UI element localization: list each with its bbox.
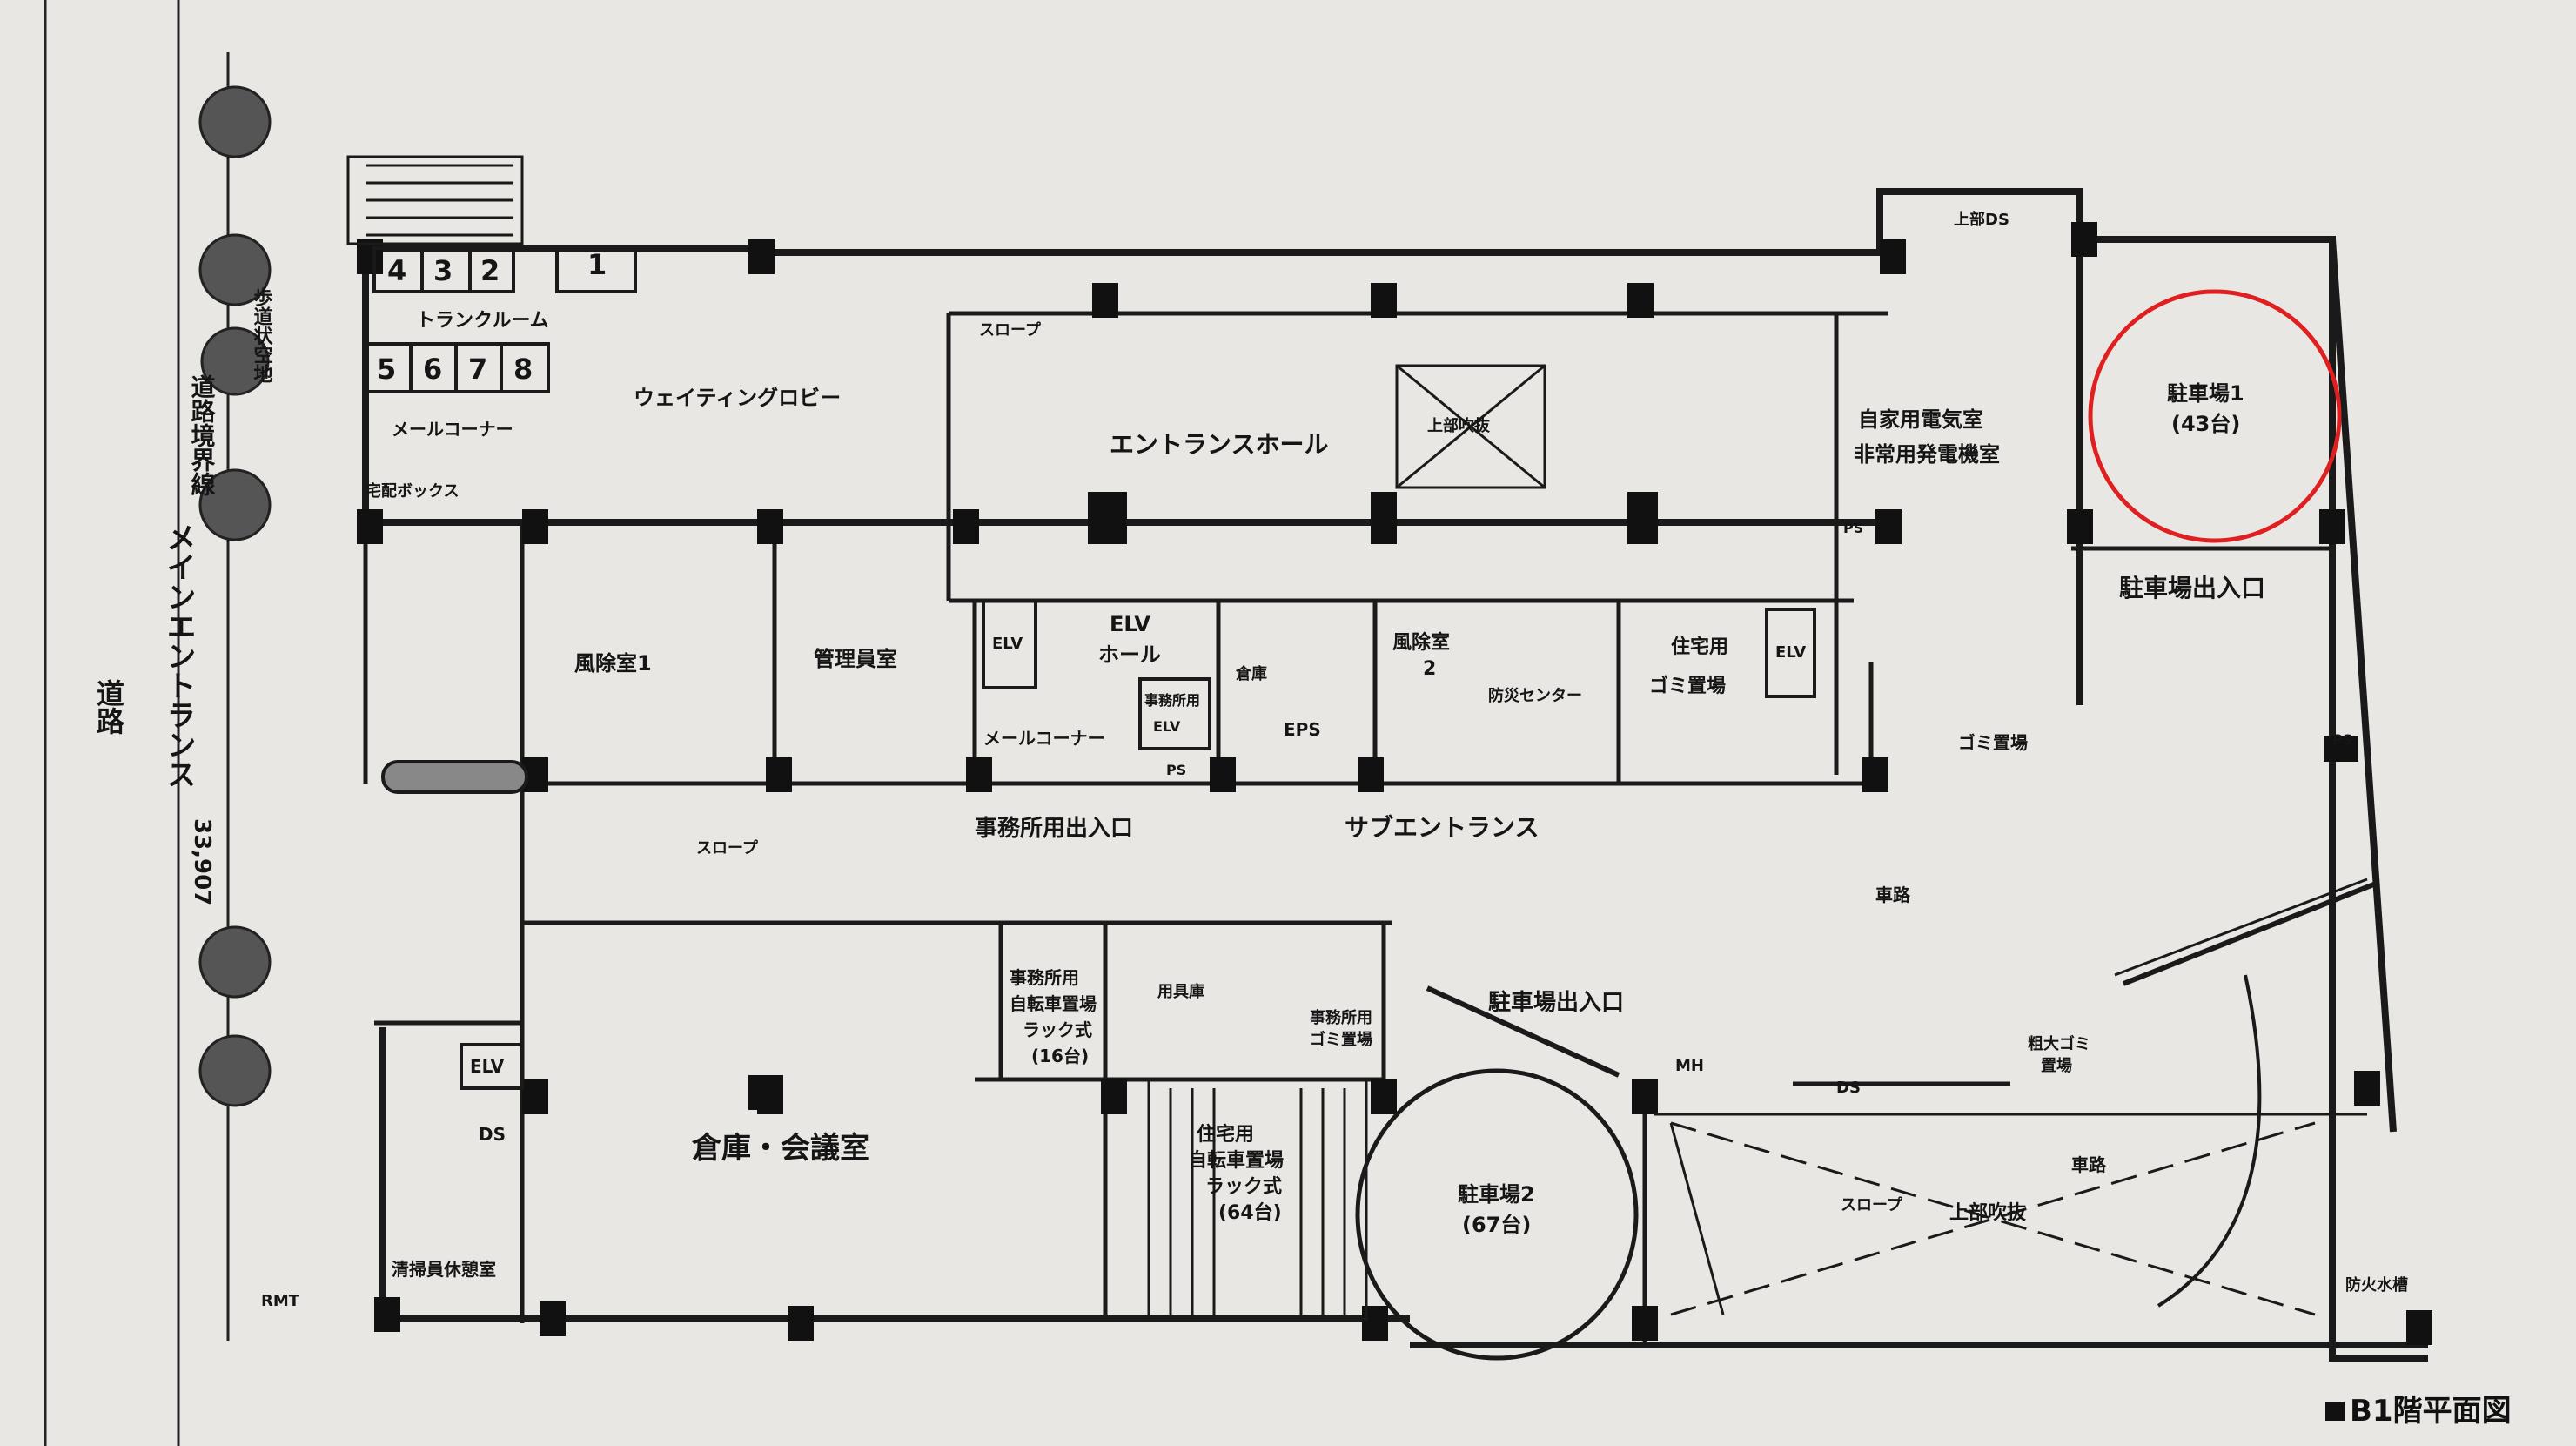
parking-1-highlight <box>2088 289 2342 543</box>
tree-icons <box>198 85 272 1107</box>
label-parking-2: 駐車場2 <box>1458 1182 1535 1207</box>
label-office-bike-3: ラック式 <box>1023 1019 1092 1040</box>
label-office-entrance: 事務所用出入口 <box>975 816 1133 842</box>
label-tool-storage: 用具庫 <box>1157 982 1204 1001</box>
label-fire-water: 防火水槽 <box>2345 1275 2408 1295</box>
label-manager-room: 管理員室 <box>814 647 897 671</box>
label-res-bike-2: 自転車置場 <box>1188 1149 1284 1172</box>
label-trunk-4: 4 <box>387 254 406 287</box>
label-rmt: RMT <box>261 1292 300 1310</box>
label-boundary: 道路境界線 <box>188 373 217 496</box>
elevator-boxes <box>460 599 1816 1090</box>
label-res-bike-3: ラック式 <box>1205 1176 1282 1198</box>
label-ps-1: PS <box>1843 520 1863 536</box>
label-parking-2-count: (67台) <box>1462 1213 1531 1237</box>
label-eps: EPS <box>1284 719 1321 740</box>
label-trunk-2: 2 <box>480 254 500 287</box>
planter-strip <box>381 760 528 794</box>
label-road-inner-2: 車路 <box>2071 1154 2107 1175</box>
label-entrance-hall: エントランスホール <box>1110 430 1328 459</box>
label-waiting-lobby: ウェイティングロビー <box>634 386 841 410</box>
label-trash-room: ゴミ置場 <box>1958 732 2028 753</box>
label-elv-3: ELV <box>1775 643 1806 662</box>
plan-title: B1階平面図 <box>2350 1394 2512 1429</box>
label-elv-hall-2: ホール <box>1098 642 1161 667</box>
label-elv-1: ELV <box>470 1056 505 1077</box>
label-parking-1-count: (43台) <box>2171 412 2240 436</box>
label-office-trash-2: ゴミ置場 <box>1310 1030 1372 1049</box>
label-self-power-2: 非常用発電機室 <box>1854 442 2000 467</box>
stair-top-left <box>346 155 524 245</box>
label-ds-2: DS <box>1836 1079 1861 1097</box>
label-windbreak-1: 風除室1 <box>574 651 652 676</box>
label-sidewalk: 歩道状空地 <box>251 287 273 383</box>
label-res-bike-4: (64台) <box>1218 1201 1282 1224</box>
label-upper-void: 上部吹抜 <box>1427 416 1491 435</box>
label-bulky-trash-2: 置場 <box>2041 1057 2072 1075</box>
label-trunk-room: トランクルーム <box>416 310 549 332</box>
label-bulky-trash-1: 粗大ゴミ <box>2028 1034 2090 1053</box>
label-windbreak-2: 風除室 <box>1392 631 1450 654</box>
label-trunk-5: 5 <box>377 353 396 386</box>
structural-columns <box>357 222 2432 1345</box>
label-upper-ds: 上部DS <box>1954 210 2009 229</box>
label-ps-3: PS <box>1166 762 1186 778</box>
label-mail-corner: メールコーナー <box>392 419 513 440</box>
label-office-bike-2: 自転車置場 <box>1010 993 1097 1014</box>
label-elv-2: ELV <box>992 635 1023 653</box>
label-parking-1: 駐車場1 <box>2167 381 2244 406</box>
label-security-room: 防災センター <box>1488 686 1582 705</box>
label-road-inner-1: 車路 <box>1875 884 1911 905</box>
label-mh: MH <box>1675 1057 1704 1075</box>
title-marker <box>2325 1402 2345 1421</box>
label-slope-1: スロープ <box>979 320 1042 340</box>
label-ps-2: PS <box>2332 731 2352 748</box>
label-delivery-box: 宅配ボックス <box>366 481 459 501</box>
label-res-trash-1: 住宅用 <box>1671 636 1728 658</box>
label-ds-1: DS <box>479 1124 506 1145</box>
label-road: 道路 <box>92 679 125 735</box>
label-staff-rest: 清掃員休憩室 <box>392 1259 496 1280</box>
label-parking-entrance-mid: 駐車場出入口 <box>1488 990 1624 1016</box>
ramp-lines <box>1654 878 2368 1316</box>
label-storage-meeting: 倉庫・会議室 <box>691 1131 869 1166</box>
label-trunk-7: 7 <box>468 353 487 386</box>
parking-circles <box>1355 1068 1639 1361</box>
label-slope-2: スロープ <box>696 838 759 858</box>
label-res-bike-1: 住宅用 <box>1197 1123 1254 1146</box>
label-elv-hall: ELV <box>1110 612 1150 636</box>
label-self-power-1: 自家用電気室 <box>1858 407 1983 432</box>
label-office-trash-1: 事務所用 <box>1310 1008 1372 1027</box>
label-trunk-1: 1 <box>587 248 607 281</box>
label-res-trash-2: ゴミ置場 <box>1649 675 1726 697</box>
label-upper-void-2: 上部吹抜 <box>1949 1201 2027 1224</box>
label-trunk-3: 3 <box>433 254 453 287</box>
label-trunk-6: 6 <box>423 353 442 386</box>
label-windbreak-2b: 2 <box>1423 658 1436 680</box>
label-sub-entrance: サブエントランス <box>1345 813 1539 842</box>
label-slope-3: スロープ <box>1841 1195 1903 1214</box>
label-main-entrance: メインエントランス <box>161 522 196 789</box>
label-office-bike-4: (16台) <box>1031 1046 1089 1066</box>
trunk-room-grid <box>364 246 637 393</box>
label-office-elv-2: ELV <box>1153 718 1181 735</box>
label-parking-entrance-top: 駐車場出入口 <box>2119 574 2265 602</box>
label-dimension: 33,907 <box>189 818 215 905</box>
label-office-bike-1: 事務所用 <box>1010 967 1079 988</box>
label-storage-2: 倉庫 <box>1235 664 1267 683</box>
upper-void-box <box>1395 364 1546 489</box>
label-office-elv-1: 事務所用 <box>1144 692 1200 709</box>
bike-parking-stripes <box>1147 1078 1368 1321</box>
label-trunk-8: 8 <box>513 353 533 386</box>
label-mail-corner-2: メールコーナー <box>983 728 1105 749</box>
hall-columns <box>757 492 1655 1114</box>
parking-entrance-ramp <box>1426 881 2378 1078</box>
